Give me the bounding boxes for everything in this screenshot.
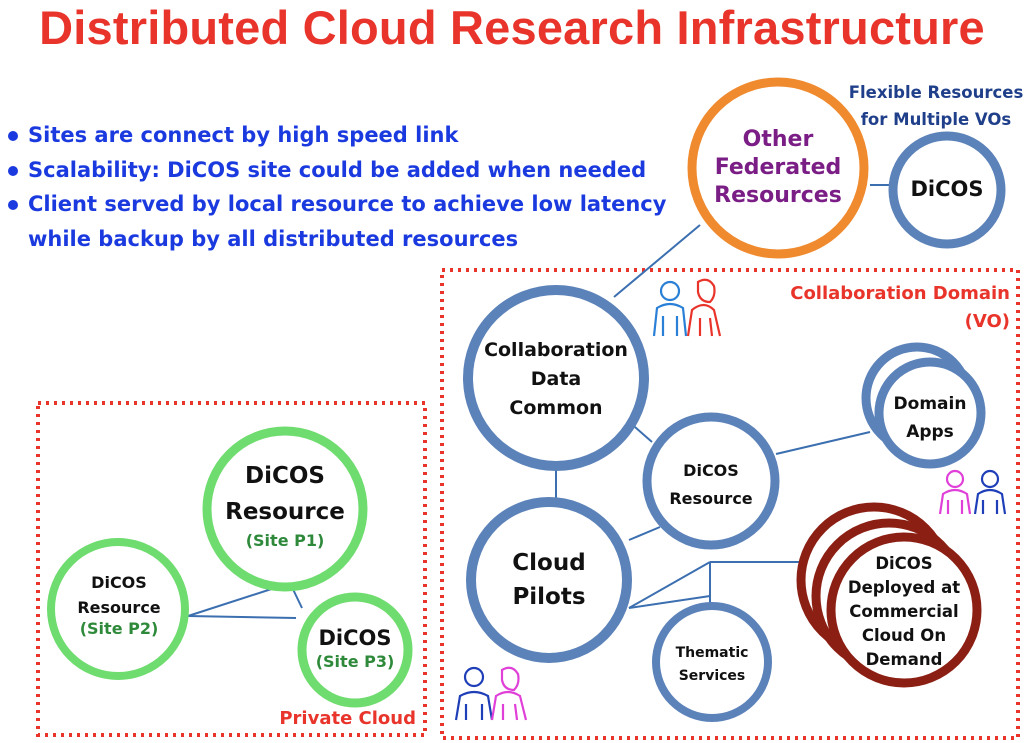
bullet-dot-icon — [8, 131, 18, 141]
cloud-pilots-line2: Pilots — [512, 584, 586, 610]
dicos-top-node — [888, 131, 1006, 249]
site-p1-node — [202, 426, 368, 592]
site-p1-label: DiCOS Resource (Site P1) — [215, 458, 355, 552]
site-p3-node — [297, 592, 413, 708]
link-pilots-resource — [628, 526, 661, 541]
other-federated-line2: Federated — [714, 155, 842, 180]
dicos-commercial-node — [826, 532, 982, 688]
people-icon-pair-pilots — [454, 666, 528, 721]
other-federated-resources-node — [687, 77, 869, 259]
bullet-item: Scalability: DiCOS site could be added w… — [8, 153, 688, 188]
people-icon-pair-collaboration — [652, 278, 722, 337]
dicos-resource-vo-line2: Resource — [669, 489, 753, 508]
commercial-line1: DiCOS — [875, 554, 933, 573]
bullet-item: Client served by local resource to achie… — [8, 187, 688, 256]
thematic-services-node — [652, 602, 772, 722]
site-p3-sub: (Site P3) — [315, 652, 395, 671]
site-p2-line2: Resource — [77, 598, 161, 617]
collaboration-domain-region — [440, 268, 1020, 740]
private-cloud-region — [36, 401, 427, 737]
site-p2-node — [47, 538, 189, 680]
thematic-line1: Thematic — [675, 645, 749, 661]
site-p3-label: DiCOS (Site P3) — [305, 624, 405, 672]
other-federated-line1: Other — [742, 127, 814, 152]
page-title: Distributed Cloud Research Infrastructur… — [39, 1, 985, 54]
site-p1-sub: (Site P1) — [245, 531, 325, 550]
bullet-text: Client served by local resource to achie… — [28, 192, 667, 251]
collab-line3: Common — [509, 397, 603, 419]
collab-domain-line2: (VO) — [964, 311, 1010, 332]
domain-apps-node — [874, 357, 986, 469]
bullet-dot-icon — [8, 165, 18, 176]
commercial-line3: Commercial — [849, 602, 959, 621]
collab-domain-line1: Collaboration Domain — [790, 283, 1010, 304]
site-p2-label: DiCOS Resource (Site P2) — [60, 570, 178, 638]
domain-apps-line2: Apps — [906, 422, 954, 442]
site-p2-sub: (Site P2) — [79, 619, 159, 638]
collab-line1: Collaboration — [484, 339, 628, 361]
dicos-resource-vo-label: DiCOS Resource — [651, 457, 771, 513]
collab-line2: Data — [530, 368, 582, 390]
cloud-pilots-label: Cloud Pilots — [489, 546, 609, 614]
cloud-pilots-node — [466, 497, 632, 663]
collaboration-domain-label: Collaboration Domain (VO) — [770, 280, 1010, 336]
link-orange-collab — [613, 224, 701, 298]
bullet-dot-icon — [8, 200, 18, 210]
dicos-top-label: DiCOS — [910, 177, 984, 201]
flexible-note-line2: for Multiple VOs — [860, 110, 1012, 129]
site-p2-line1: DiCOS — [91, 573, 147, 592]
private-cloud-label: Private Cloud — [279, 708, 416, 729]
flexible-resources-note: Flexible Resources for Multiple VOs — [836, 79, 1024, 133]
other-federated-line3: Resources — [714, 183, 842, 208]
link-resource-apps — [775, 431, 871, 455]
bullet-item: Sites are connect by high speed link — [8, 118, 688, 153]
thematic-services-label: Thematic Services — [656, 642, 768, 688]
domain-apps-line1: Domain — [893, 394, 967, 414]
commercial-line5: Demand — [865, 650, 943, 669]
link-p2-p3 — [187, 615, 297, 619]
domain-apps-label: Domain Apps — [885, 390, 975, 446]
collaboration-data-common-node — [463, 285, 649, 471]
dicos-resource-vo-line1: DiCOS — [683, 461, 739, 480]
bullet-list: Sites are connect by high speed link Sca… — [8, 118, 688, 256]
collab-data-common-label: Collaboration Data Common — [476, 336, 636, 423]
flexible-note-line1: Flexible Resources — [848, 83, 1024, 102]
link-pilots-thematic — [628, 561, 711, 609]
commercial-line4: Cloud On — [861, 626, 947, 645]
link-thematic-diag — [628, 595, 711, 609]
dicos-resource-vo-node — [642, 412, 780, 550]
site-p3-line1: DiCOS — [318, 626, 392, 650]
other-federated-label: Other Federated Resources — [698, 126, 858, 210]
site-p1-line2: Resource — [225, 499, 345, 525]
thematic-line2: Services — [678, 668, 746, 684]
people-icon-pair-domain — [938, 469, 1007, 515]
bullet-text: Scalability: DiCOS site could be added w… — [28, 157, 647, 182]
commercial-line2: Deployed at — [847, 578, 961, 597]
bullet-text: Sites are connect by high speed link — [28, 123, 459, 147]
dicos-commercial-label: DiCOS Deployed at Commercial Cloud On De… — [839, 552, 969, 672]
cloud-pilots-line1: Cloud — [512, 550, 586, 576]
site-p1-line1: DiCOS — [245, 463, 325, 489]
